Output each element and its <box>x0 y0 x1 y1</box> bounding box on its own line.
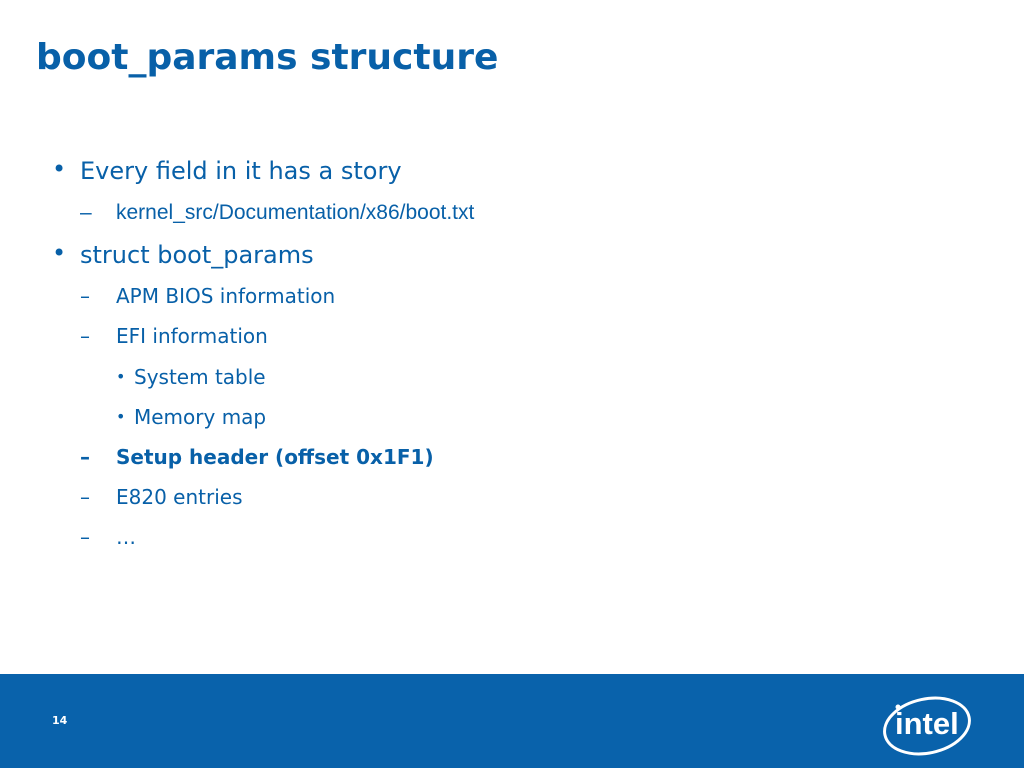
bullet-text: Memory map <box>134 405 267 429</box>
page-number: 14 <box>52 714 68 727</box>
bullet-text: kernel_src/Documentation/x86/boot.txt <box>116 201 475 224</box>
bullet-text: Every field in it has a story <box>80 157 402 185</box>
intel-logo-icon: intel <box>883 696 971 756</box>
slide-title: boot_params structure <box>36 37 499 78</box>
bullet-text: … <box>116 525 136 549</box>
bullet-text: EFI information <box>116 324 268 348</box>
dash-marker: – <box>80 201 92 224</box>
bullet-marker: • <box>116 367 126 386</box>
bullet-item-4: – APM BIOS information <box>80 283 336 309</box>
bullet-text: System table <box>134 365 266 389</box>
logo-text: intel <box>895 706 959 741</box>
bullet-item-1: • Every field in it has a story <box>52 155 402 186</box>
bullet-item-5: – EFI information <box>80 323 268 349</box>
bullet-text: struct boot_params <box>80 241 314 269</box>
bullet-text: APM BIOS information <box>116 284 336 308</box>
bullet-item-10: – … <box>80 524 136 550</box>
bullet-text: E820 entries <box>116 485 243 509</box>
bullet-text: Setup header (offset 0x1F1) <box>116 445 434 469</box>
footer-bar: 14 intel <box>0 674 1024 768</box>
dash-marker: – <box>80 445 90 469</box>
dash-marker: – <box>80 525 90 549</box>
bullet-marker: • <box>116 407 126 426</box>
bullet-item-3: • struct boot_params <box>52 239 314 270</box>
dash-marker: – <box>80 485 90 509</box>
dash-marker: – <box>80 284 90 308</box>
bullet-item-9: – E820 entries <box>80 484 243 510</box>
bullet-item-8: – Setup header (offset 0x1F1) <box>80 444 434 470</box>
bullet-marker: • <box>52 155 67 183</box>
bullet-item-7: • Memory map <box>116 404 267 430</box>
bullet-list: • Every field in it has a story – kernel… <box>52 155 475 550</box>
dash-marker: – <box>80 324 90 348</box>
bullet-item-6: • System table <box>116 364 266 390</box>
bullet-marker: • <box>52 239 67 267</box>
bullet-item-2: – kernel_src/Documentation/x86/boot.txt <box>80 200 475 226</box>
